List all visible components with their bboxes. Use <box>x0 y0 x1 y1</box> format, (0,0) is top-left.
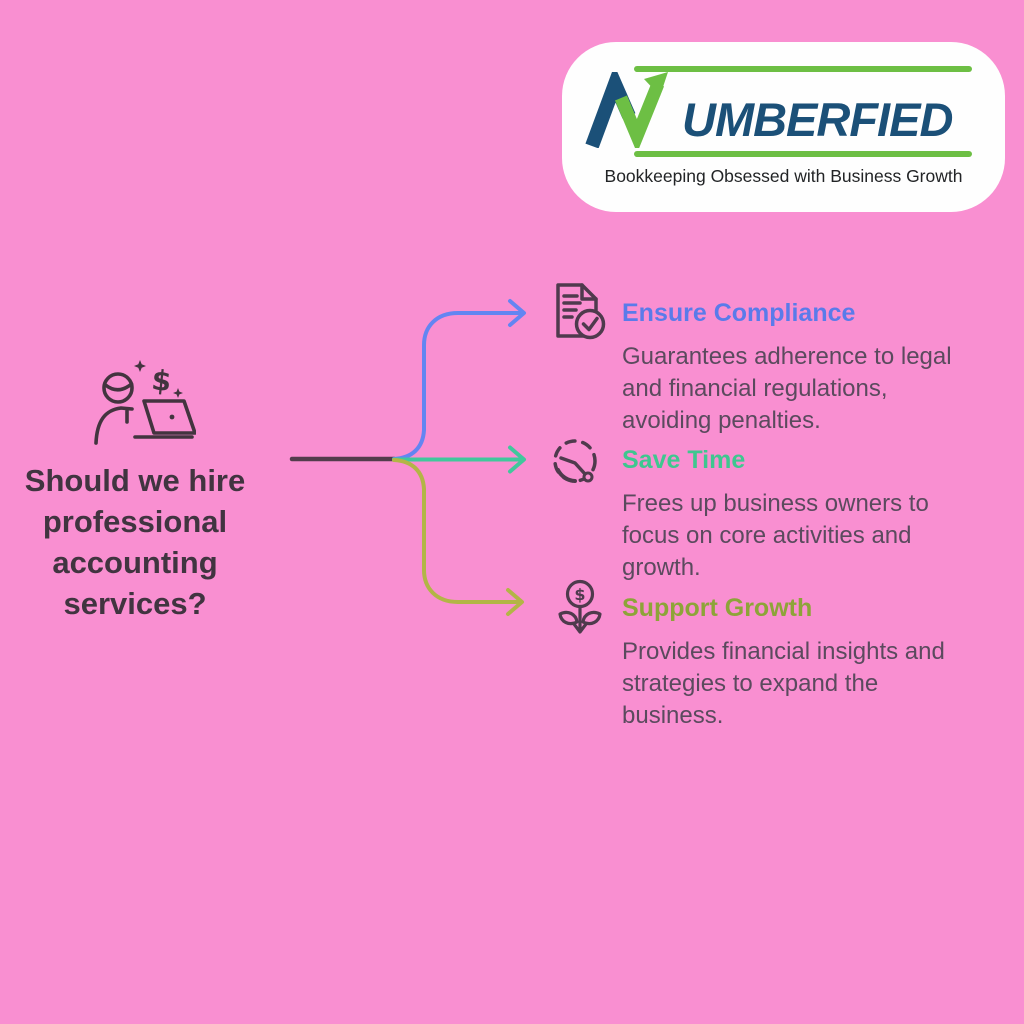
logo-card: UMBERFIED Bookkeeping Obsessed with Busi… <box>562 42 1005 212</box>
wordmark-text: UMBERFIED <box>682 93 953 146</box>
arrowhead-compliance <box>508 299 526 327</box>
question-text: Should we hire professional accounting s… <box>24 463 246 621</box>
branch-description-time: Frees up business owners to focus on cor… <box>622 490 929 581</box>
money-plant-icon: $ <box>558 579 602 634</box>
branch-title-compliance: Ensure Compliance <box>622 299 856 327</box>
branch-title-growth: Support Growth <box>622 594 813 622</box>
dollar-glyph: $ <box>574 585 585 604</box>
clock-icon <box>553 439 597 483</box>
document-check-icon <box>556 283 606 340</box>
arrowhead-growth <box>506 588 524 616</box>
logo-wordmark: UMBERFIED <box>584 72 984 148</box>
logo-top-bar <box>634 66 972 72</box>
growth-arrow-n-icon <box>585 72 668 148</box>
branch-line-growth <box>392 458 522 604</box>
branch-item-time: Save Time Frees up business owners to fo… <box>622 445 994 584</box>
logo-tagline: Bookkeeping Obsessed with Business Growt… <box>604 166 963 186</box>
branch-title-time: Save Time <box>622 446 746 474</box>
person-laptop-dollar-icon: $ <box>94 360 196 445</box>
branch-item-compliance: Ensure Compliance Guarantees adherence t… <box>622 298 994 437</box>
branch-description-compliance: Guarantees adherence to legal and financ… <box>622 343 952 434</box>
arrowhead-time <box>508 445 526 474</box>
branch-item-growth: Support Growth Provides financial insigh… <box>622 593 994 732</box>
dollar-glyph: $ <box>150 363 173 398</box>
branch-line-compliance <box>392 311 524 461</box>
branch-description-growth: Provides financial insights and strategi… <box>622 638 945 729</box>
logo-bottom-bar <box>634 151 972 157</box>
